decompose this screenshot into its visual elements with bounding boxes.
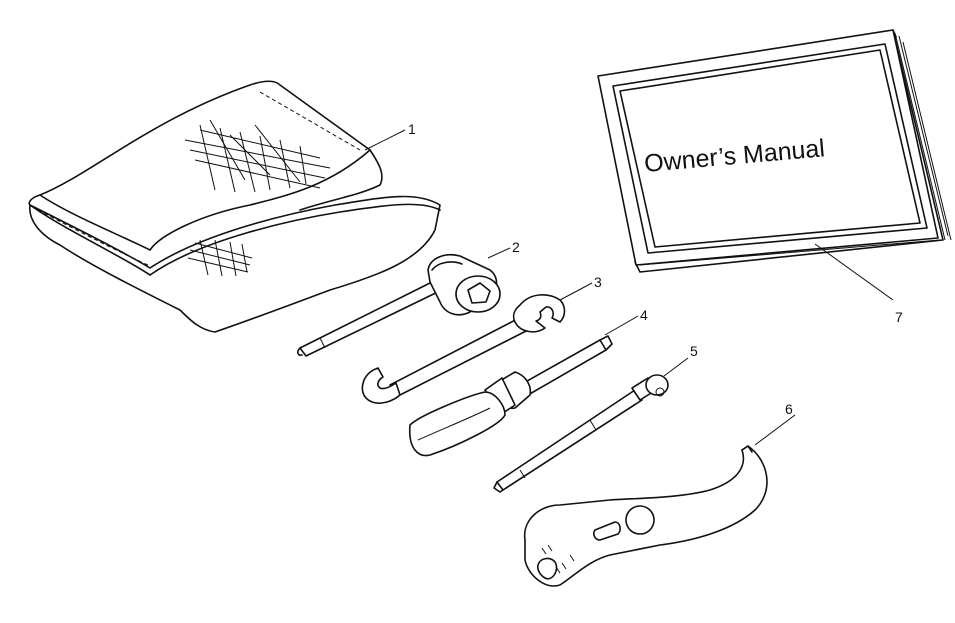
callout-7: 7 <box>895 309 903 325</box>
callout-5: 5 <box>690 343 698 359</box>
pouch-hatch-top <box>184 119 331 193</box>
callout-6: 6 <box>785 401 793 417</box>
pouch-hatch-bottom <box>187 239 253 277</box>
rod-tool: 5 <box>493 343 698 493</box>
callout-3: 3 <box>594 274 602 290</box>
callout-2: 2 <box>512 239 520 255</box>
open-end-wrench: 3 <box>361 274 602 404</box>
tool-pouch: 1 <box>28 80 441 333</box>
callout-4: 4 <box>640 307 648 323</box>
spanner-wrench: 6 <box>524 401 796 587</box>
screwdriver: 4 <box>408 307 648 457</box>
callout-1: 1 <box>408 121 416 137</box>
owners-manual: Owner’s Manual 7 <box>597 29 952 325</box>
spark-plug-wrench: 2 <box>297 239 520 357</box>
